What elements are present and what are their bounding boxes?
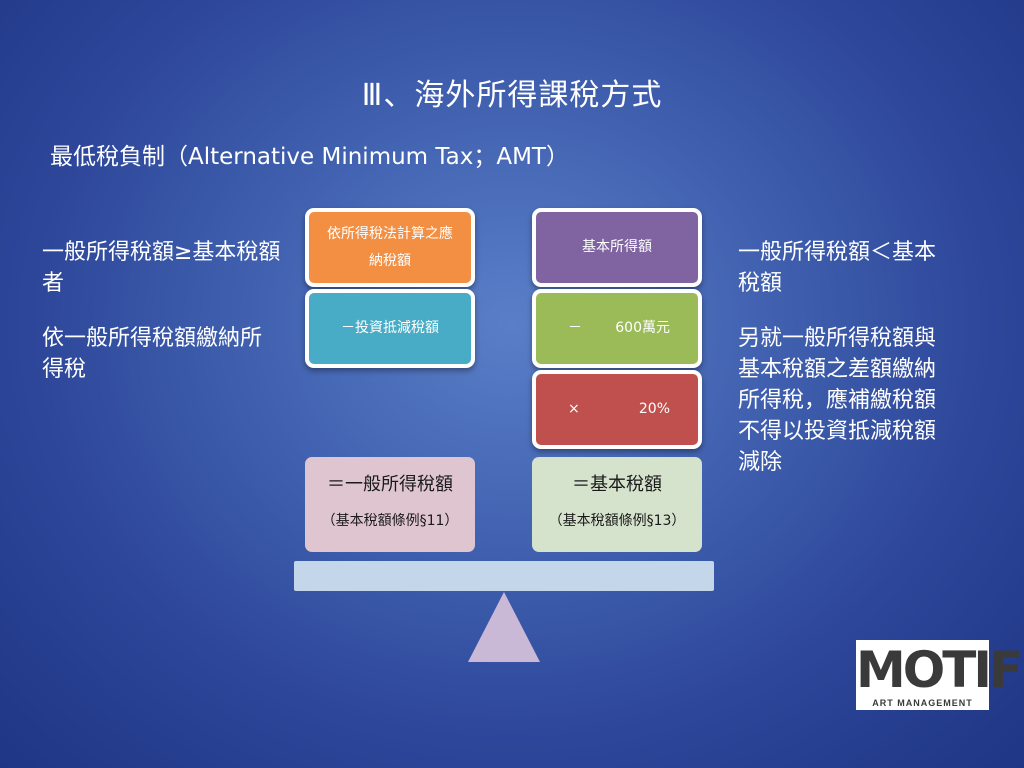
- general-tax-result: ＝一般所得稅額 （基本稅額條例§11）: [305, 457, 475, 552]
- general-tax-citation: （基本稅額條例§11）: [321, 513, 459, 529]
- left-panel: 一般所得稅額≥基本稅額者 依一般所得稅額繳納所得稅: [42, 237, 282, 409]
- investment-deduction-box: －投資抵減稅額: [305, 289, 475, 368]
- multiply-operator: ×: [568, 401, 580, 417]
- investment-deduction-label: －投資抵減稅額: [341, 320, 439, 336]
- left-rule-text: 依一般所得稅額繳納所得稅: [42, 326, 263, 382]
- balance-fulcrum-icon: [468, 592, 540, 662]
- motif-logo: MOTIF ART MANAGEMENT: [856, 640, 1023, 710]
- minus-operator: －: [568, 320, 582, 336]
- tax-payable-box: 依所得稅法計算之應納稅額: [305, 208, 475, 287]
- left-condition-text: 一般所得稅額≥基本稅額者: [42, 240, 281, 296]
- tax-rate-box: × 20%: [532, 370, 702, 449]
- right-rule-text: 另就一般所得稅額與基本稅額之差額繳納所得稅，應補繳稅額不得以投資抵減稅額減除: [738, 326, 937, 475]
- tax-rate-value: 20%: [638, 401, 670, 417]
- tax-payable-label: 依所得稅法計算之應納稅額: [327, 225, 453, 269]
- exemption-amount: 600萬元: [615, 320, 670, 336]
- exemption-box: － 600萬元: [532, 289, 702, 368]
- general-tax-result-label: ＝一般所得稅額: [327, 474, 453, 495]
- basic-tax-citation: （基本稅額條例§13）: [548, 513, 686, 529]
- slide-title: Ⅲ、海外所得課稅方式: [361, 78, 663, 113]
- balance-beam: [294, 561, 714, 591]
- basic-tax-result: ＝基本稅額 （基本稅額條例§13）: [532, 457, 702, 552]
- basic-income-label: 基本所得額: [582, 239, 652, 255]
- right-condition-text: 一般所得稅額＜基本稅額: [738, 240, 937, 296]
- logo-wordmark: MOTIF: [856, 641, 1023, 699]
- basic-income-box: 基本所得額: [532, 208, 702, 287]
- slide-subtitle: 最低稅負制（Alternative Minimum Tax；AMT）: [50, 144, 569, 170]
- right-panel: 一般所得稅額＜基本稅額 另就一般所得稅額與基本稅額之差額繳納所得稅，應補繳稅額不…: [738, 237, 953, 502]
- logo-tagline: ART MANAGEMENT: [872, 698, 973, 708]
- basic-tax-result-label: ＝基本稅額: [572, 474, 662, 495]
